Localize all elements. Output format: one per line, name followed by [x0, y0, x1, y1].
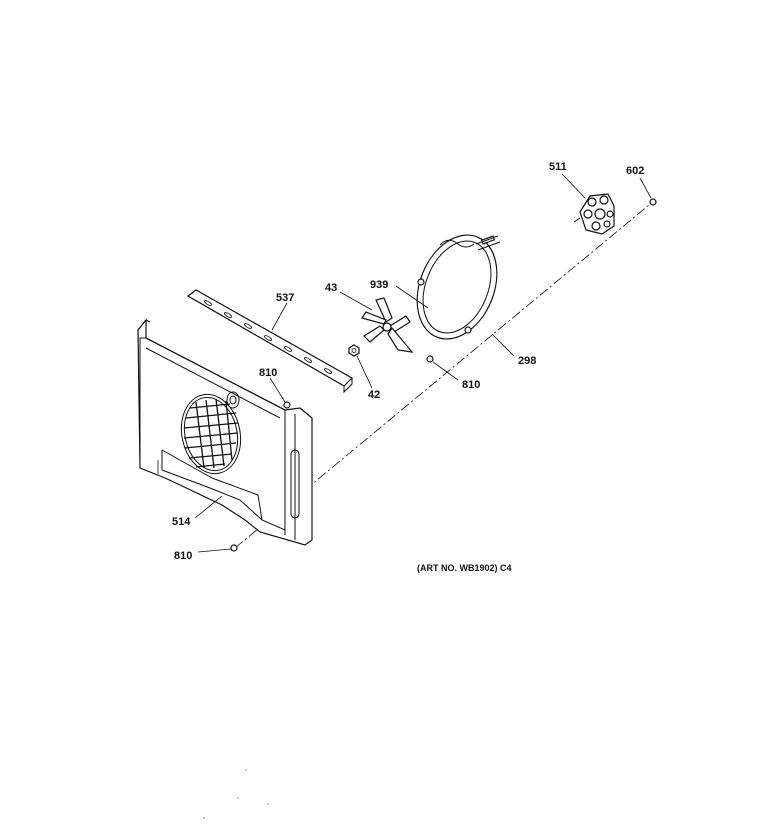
fan-blade-43	[361, 297, 414, 353]
screw-810-upper	[283, 401, 291, 409]
callout-511: 511	[549, 161, 567, 173]
callout-537: 537	[276, 292, 294, 304]
leader-lines	[194, 173, 652, 553]
screw-602	[649, 198, 657, 206]
callout-43: 43	[325, 282, 337, 294]
scan-specks	[203, 769, 269, 819]
back-panel-514	[137, 318, 313, 546]
callout-42: 42	[368, 389, 380, 401]
callout-810-upper: 810	[259, 367, 277, 379]
screw-810-ring	[426, 355, 434, 363]
ring-298	[416, 234, 501, 340]
motor-511	[573, 193, 615, 235]
art-number: (ART NO. WB1902) C4	[417, 563, 512, 573]
screw-810-lower	[230, 544, 238, 552]
nut-42	[348, 344, 360, 357]
callout-298: 298	[518, 355, 536, 367]
callout-810-ring: 810	[462, 379, 480, 391]
callout-602: 602	[626, 165, 644, 177]
callout-810-lower: 810	[174, 550, 192, 562]
callout-514: 514	[172, 516, 191, 528]
callout-939: 939	[370, 279, 388, 291]
bracket-537	[186, 289, 353, 394]
